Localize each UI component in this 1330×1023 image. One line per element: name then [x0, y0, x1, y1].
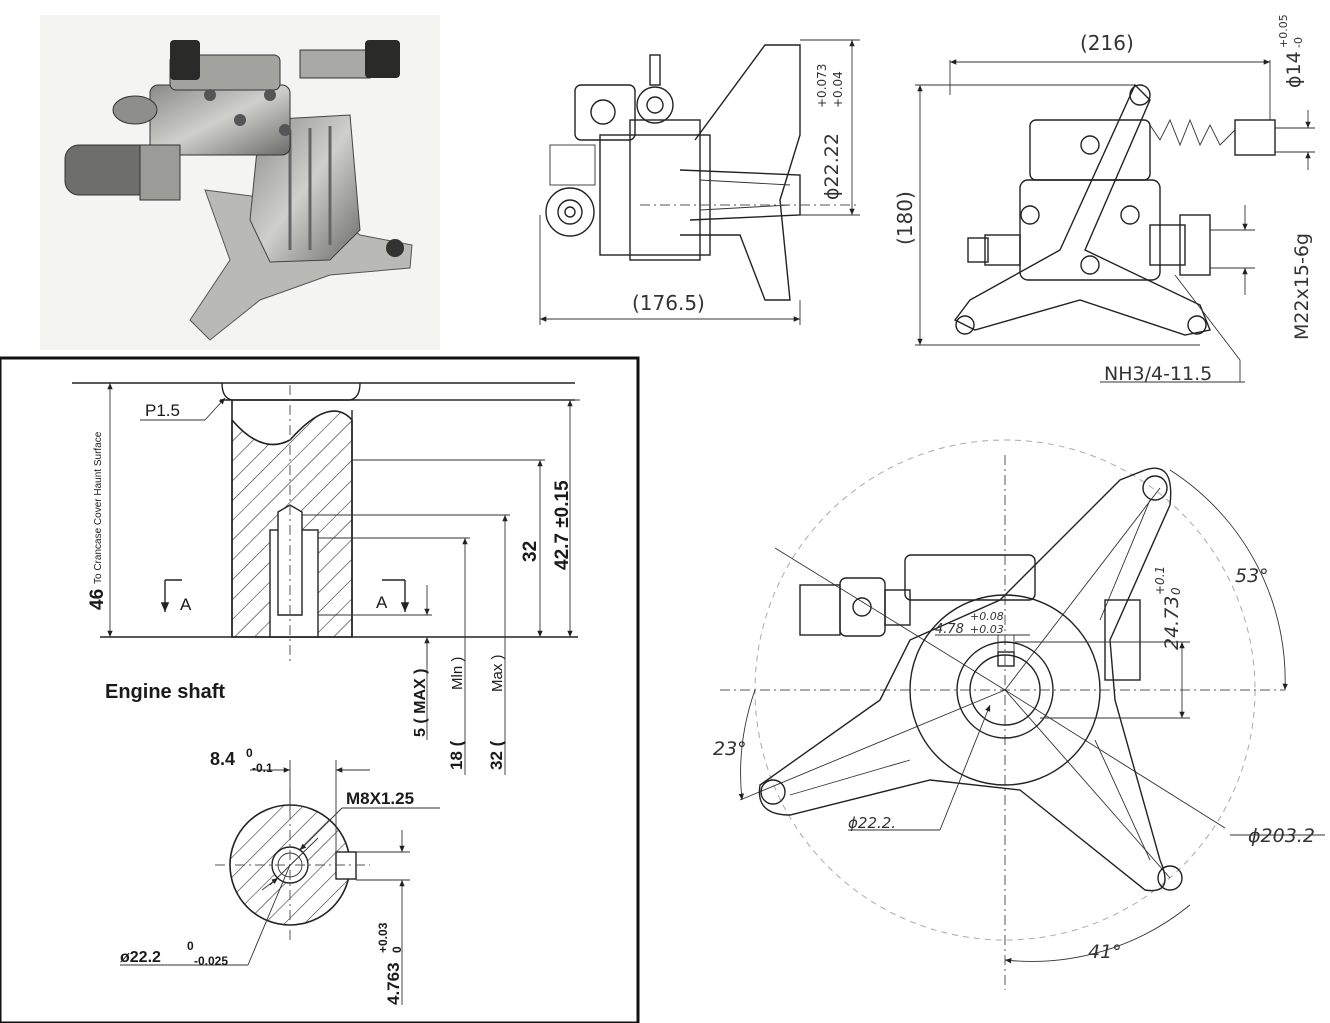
- front-outlet-tol-upper: +0.05: [1277, 14, 1290, 48]
- shaft-diameter-upper: 0: [187, 939, 194, 953]
- m8-thread-label: M8X1.25: [346, 789, 414, 808]
- dim-18-min-note: Mln ): [449, 657, 466, 690]
- key-height-label: 24.73: [1161, 596, 1183, 650]
- crankcase-dim-label: 46: [87, 589, 108, 610]
- side-shaft-tol-lower: +0.04: [831, 71, 845, 108]
- section-a-right: A: [376, 593, 388, 612]
- shaft-diameter-label: ø22.2: [120, 949, 161, 966]
- bore-diameter-label: ϕ22.2.: [848, 814, 896, 832]
- key-dim-lower: 0: [390, 946, 404, 953]
- dim-8-4-upper: 0: [246, 746, 253, 760]
- key-height-upper: +0.1: [1153, 566, 1167, 595]
- flange-view-drawing: 53° 23° 41° 24.73 +0.1 0 4.78 +0.08 +0.0…: [713, 439, 1325, 990]
- panel-border: [0, 356, 640, 1023]
- thread-depth-label: 32: [520, 541, 541, 562]
- key-width-label: 4.78: [935, 622, 964, 637]
- side-width-label: (176.5): [632, 291, 705, 315]
- engine-shaft-panel: P1.5 46 To Crancase Cover Haunt Surface …: [0, 356, 640, 1023]
- dim-8-4-label: 8.4: [210, 749, 235, 769]
- shaft-diameter-lower: -0.025: [194, 954, 228, 968]
- dim-8-4-lower: -0.1: [252, 761, 273, 775]
- front-height-label: (180): [893, 191, 917, 245]
- key-width-upper: +0.08: [970, 610, 1004, 623]
- front-outlet-thread-label: M22x15-6g: [1291, 233, 1313, 340]
- section-a-left: A: [180, 595, 192, 614]
- key-dim-upper: +0.03: [376, 922, 390, 953]
- side-view-drawing: (176.5) ϕ22.22 +0.073 +0.04: [539, 39, 860, 325]
- key-dim-label: 4.763: [384, 962, 403, 1005]
- total-dim-label: 42.7 ±0.15: [552, 480, 573, 570]
- chamfer-label: P1.5: [145, 401, 180, 420]
- pressure-washer-pump-photo: [40, 15, 440, 350]
- dim-18-min-label: 18 (: [447, 740, 466, 770]
- dim-32-max-label: 32 (: [487, 740, 506, 770]
- dim-32-max-note: Max ): [489, 654, 506, 692]
- angle-41-label: 41°: [1088, 941, 1122, 963]
- front-width-label: (216): [1080, 31, 1134, 55]
- front-view-drawing: (216) (180) ϕ14 +0.05 -0 M22x15-6g NH3/4…: [893, 14, 1315, 385]
- side-shaft-diameter-label: ϕ22.22: [821, 133, 843, 200]
- key-height-lower: 0: [1169, 587, 1183, 595]
- bolt-circle-label: ϕ203.2: [1248, 825, 1315, 847]
- key-width-lower: +0.03: [970, 623, 1004, 636]
- front-inlet-thread-label: NH3/4-11.5: [1104, 363, 1212, 385]
- crankcase-dim-note: To Crancase Cover Haunt Surface: [93, 431, 104, 584]
- angle-53-label: 53°: [1235, 565, 1269, 587]
- front-outlet-tol-lower: -0: [1292, 37, 1305, 48]
- angle-23-label: 23°: [713, 738, 747, 760]
- engine-shaft-title: Engine shaft: [105, 681, 225, 703]
- front-outlet-diameter-label: ϕ14: [1283, 51, 1305, 88]
- side-shaft-tol-upper: +0.073: [815, 64, 829, 108]
- dim-5-max-label: 5 ( MAX ): [412, 669, 429, 737]
